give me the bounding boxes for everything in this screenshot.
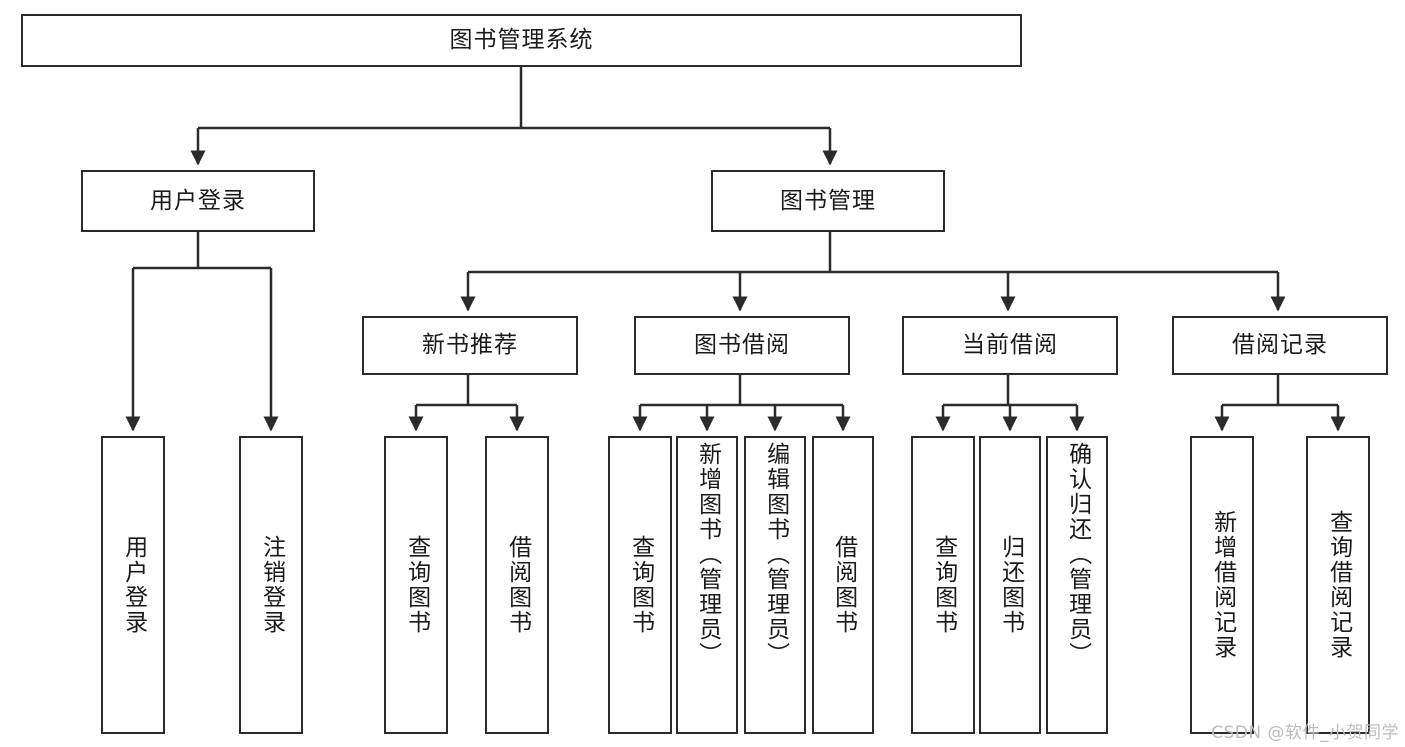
node-leaf-query-book-borrow[interactable]: 查询图书: [608, 436, 672, 734]
node-book-management-label: 图书管理: [780, 187, 876, 214]
node-leaf-query-book-current[interactable]: 查询图书: [911, 436, 975, 734]
node-user-login-label: 用户登录: [150, 187, 246, 214]
node-leaf-borrow-book-label: 借阅图书: [830, 535, 857, 635]
node-leaf-query-book-current-label: 查询图书: [930, 535, 957, 635]
node-new-book-recommend[interactable]: 新书推荐: [362, 316, 578, 375]
node-leaf-edit-book-admin-label: 编辑图书（管理员）: [762, 442, 789, 667]
node-new-book-recommend-label: 新书推荐: [422, 332, 518, 359]
node-leaf-query-borrow-record[interactable]: 查询借阅记录: [1306, 436, 1370, 734]
node-leaf-edit-book-admin[interactable]: 编辑图书（管理员）: [744, 436, 806, 734]
node-leaf-logout[interactable]: 注销登录: [239, 436, 303, 734]
node-current-borrow[interactable]: 当前借阅: [902, 316, 1118, 375]
node-leaf-query-book-recommend-label: 查询图书: [403, 535, 430, 635]
node-leaf-confirm-return-admin-label: 确认归还（管理员）: [1064, 442, 1091, 667]
node-borrow-record[interactable]: 借阅记录: [1172, 316, 1388, 375]
node-leaf-confirm-return-admin[interactable]: 确认归还（管理员）: [1046, 436, 1108, 734]
node-leaf-query-borrow-record-label: 查询借阅记录: [1325, 510, 1352, 660]
node-root-label: 图书管理系统: [449, 27, 594, 54]
node-user-login[interactable]: 用户登录: [81, 170, 315, 232]
node-leaf-return-book[interactable]: 归还图书: [979, 436, 1041, 734]
node-leaf-add-book-admin-label: 新增图书（管理员）: [694, 442, 721, 667]
node-leaf-borrow-book-recommend-label: 借阅图书: [504, 535, 531, 635]
node-leaf-borrow-book-recommend[interactable]: 借阅图书: [485, 436, 549, 734]
node-leaf-user-login[interactable]: 用户登录: [101, 436, 165, 734]
node-book-management[interactable]: 图书管理: [711, 170, 945, 232]
node-leaf-query-book-borrow-label: 查询图书: [627, 535, 654, 635]
node-leaf-logout-label: 注销登录: [258, 535, 285, 635]
node-leaf-query-book-recommend[interactable]: 查询图书: [384, 436, 448, 734]
node-leaf-user-login-label: 用户登录: [120, 535, 147, 635]
node-current-borrow-label: 当前借阅: [962, 332, 1058, 359]
node-book-borrow-label: 图书借阅: [694, 332, 790, 359]
node-leaf-return-book-label: 归还图书: [997, 535, 1024, 635]
node-book-borrow[interactable]: 图书借阅: [634, 316, 850, 375]
node-leaf-add-borrow-record[interactable]: 新增借阅记录: [1190, 436, 1254, 734]
node-borrow-record-label: 借阅记录: [1232, 332, 1328, 359]
node-leaf-add-book-admin[interactable]: 新增图书（管理员）: [676, 436, 738, 734]
csdn-watermark: CSDN @软件_小贺同学: [1211, 723, 1399, 743]
node-leaf-add-borrow-record-label: 新增借阅记录: [1209, 510, 1236, 660]
node-leaf-borrow-book[interactable]: 借阅图书: [812, 436, 874, 734]
node-root[interactable]: 图书管理系统: [21, 14, 1022, 67]
